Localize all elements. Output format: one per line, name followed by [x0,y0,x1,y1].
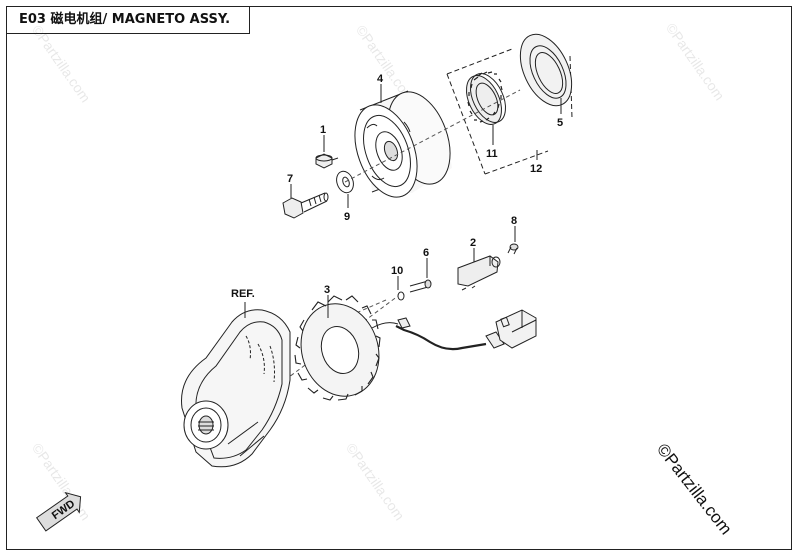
callout-12: 12 [530,163,542,175]
fwd-arrow-icon [35,491,82,532]
part-5-ring [519,33,573,107]
callout-5: 5 [557,117,563,129]
callout-10: 10 [391,265,403,277]
part-3-stator [294,295,399,401]
callout-7: 7 [287,173,293,185]
ref-label: REF. [231,288,255,300]
callout-9: 9 [344,211,350,223]
part-9-washer [336,170,354,194]
part-4-flywheel [354,90,452,198]
callout-2: 2 [470,237,476,249]
callout-8: 8 [511,215,517,227]
callout-3: 3 [324,284,330,296]
stator-connector [485,309,537,349]
diagram-title: E03 磁电机组/ MAGNETO ASSY. [6,6,250,34]
part-10-washer [397,291,405,301]
part-7-bolt [282,192,329,219]
part-1-nut [315,153,339,169]
stator-wire [395,317,487,351]
part-6-screw [409,279,432,293]
crankcase-cover-ref [181,309,291,468]
callout-11: 11 [486,148,498,160]
part-11-bearing [466,71,506,125]
part-8-screw [507,243,519,255]
diagram-frame [6,6,792,550]
part-2-pickup [457,255,501,291]
part-12-bracket [446,48,573,175]
callout-1: 1 [320,124,326,136]
callout-6: 6 [423,247,429,259]
callout-4: 4 [377,73,384,85]
